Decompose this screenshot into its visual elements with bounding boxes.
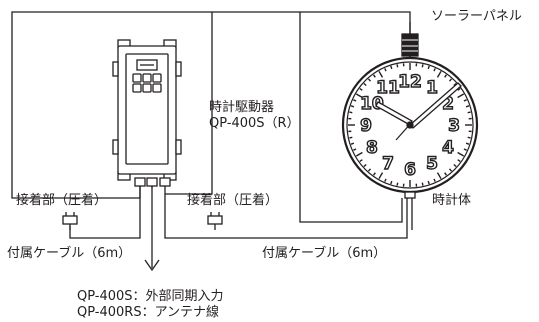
- clock-numeral: 1: [426, 78, 438, 98]
- minute-tick: [353, 99, 357, 102]
- minute-tick: [427, 180, 430, 185]
- minute-tick: [363, 163, 367, 168]
- minute-tick: [355, 93, 363, 99]
- clock-numeral: 10: [360, 94, 384, 114]
- minute-tick: [349, 111, 353, 114]
- clock-numeral: 5: [426, 154, 438, 174]
- clock-hands: [375, 82, 462, 141]
- note-line-2: QP-400RS：アンテナ線: [77, 305, 220, 320]
- minute-tick: [378, 172, 384, 180]
- minute-tick: [350, 142, 355, 145]
- minute-tick: [355, 151, 363, 157]
- note-line-1: QP-400S：外部同期入力: [77, 289, 224, 304]
- cable-left: [69, 186, 141, 239]
- clock-numeral: 7: [382, 154, 394, 174]
- driver-name: 時計駆動器: [209, 100, 275, 115]
- minute-tick: [463, 99, 467, 102]
- minute-tick: [359, 159, 363, 162]
- minute-tick: [359, 88, 363, 91]
- clock-numeral: 11: [376, 78, 400, 98]
- cable-right: [164, 194, 408, 239]
- cable-left-label: 付属ケーブル（6m）: [7, 246, 132, 261]
- minute-tick: [367, 168, 372, 172]
- clock-numeral: 8: [366, 138, 378, 158]
- external-wire-arrow: [144, 259, 160, 272]
- minute-tick: [367, 78, 372, 82]
- minute-tick: [448, 168, 453, 172]
- connector-left-label: 接着部（圧着）: [16, 193, 108, 208]
- minute-tick: [384, 178, 387, 182]
- minute-tick: [390, 180, 393, 185]
- minute-tick: [453, 82, 457, 87]
- clock-body-label: 時計体: [432, 193, 472, 208]
- minute-tick: [444, 172, 447, 176]
- minute-tick: [350, 105, 355, 108]
- minute-tick: [457, 159, 461, 162]
- minute-tick: [373, 74, 376, 78]
- minute-tick: [349, 136, 353, 139]
- clock-numeral: 4: [442, 138, 454, 158]
- minute-tick: [427, 65, 430, 70]
- cable-right-label: 付属ケーブル（6m）: [262, 246, 387, 261]
- minute-tick: [373, 172, 376, 176]
- minute-tick: [465, 142, 470, 145]
- driver-to-clock: [299, 12, 403, 223]
- minute-tick: [463, 148, 467, 151]
- clock-numeral: 12: [398, 72, 422, 92]
- minute-tick: [457, 88, 461, 91]
- minute-tick: [396, 182, 399, 186]
- minute-tick: [378, 70, 384, 78]
- minute-tick: [448, 78, 453, 82]
- connector-right-label: 接着部（圧着）: [187, 193, 279, 208]
- minute-ticks: [348, 63, 472, 187]
- minute-tick: [436, 172, 442, 180]
- minute-tick: [457, 151, 465, 157]
- clock-numeral: 6: [404, 160, 416, 180]
- clock-numeral: 3: [448, 116, 460, 136]
- solar-panel-label: ソーラーパネル: [431, 9, 522, 24]
- minute-tick: [465, 105, 470, 108]
- minute-tick: [433, 178, 436, 182]
- minute-tick: [457, 93, 465, 99]
- minute-tick: [390, 65, 393, 70]
- minute-tick: [467, 111, 471, 114]
- minute-tick: [384, 68, 387, 72]
- clock-numeral: 9: [360, 116, 372, 136]
- clock-driver-unit: [112, 39, 182, 187]
- minute-tick: [444, 74, 447, 78]
- minute-tick: [453, 163, 457, 168]
- minute-tick: [421, 64, 424, 68]
- minute-tick: [363, 82, 367, 87]
- crimp-connector-right: [207, 212, 223, 230]
- minute-tick: [436, 70, 442, 78]
- minute-tick: [433, 68, 436, 72]
- sync-note: QP-400S：外部同期入力 QP-400RS：アンテナ線: [77, 289, 224, 321]
- clock-cable: [164, 12, 213, 195]
- minute-tick: [396, 64, 399, 68]
- solar-panel: [401, 22, 419, 62]
- minute-tick: [467, 136, 471, 139]
- crimp-connector-left: [62, 212, 78, 230]
- driver-name-label: 時計駆動器 QP-400S（R）: [209, 100, 300, 132]
- minute-tick: [421, 182, 424, 186]
- minute-tick: [353, 148, 357, 151]
- driver-model: QP-400S（R）: [209, 116, 300, 131]
